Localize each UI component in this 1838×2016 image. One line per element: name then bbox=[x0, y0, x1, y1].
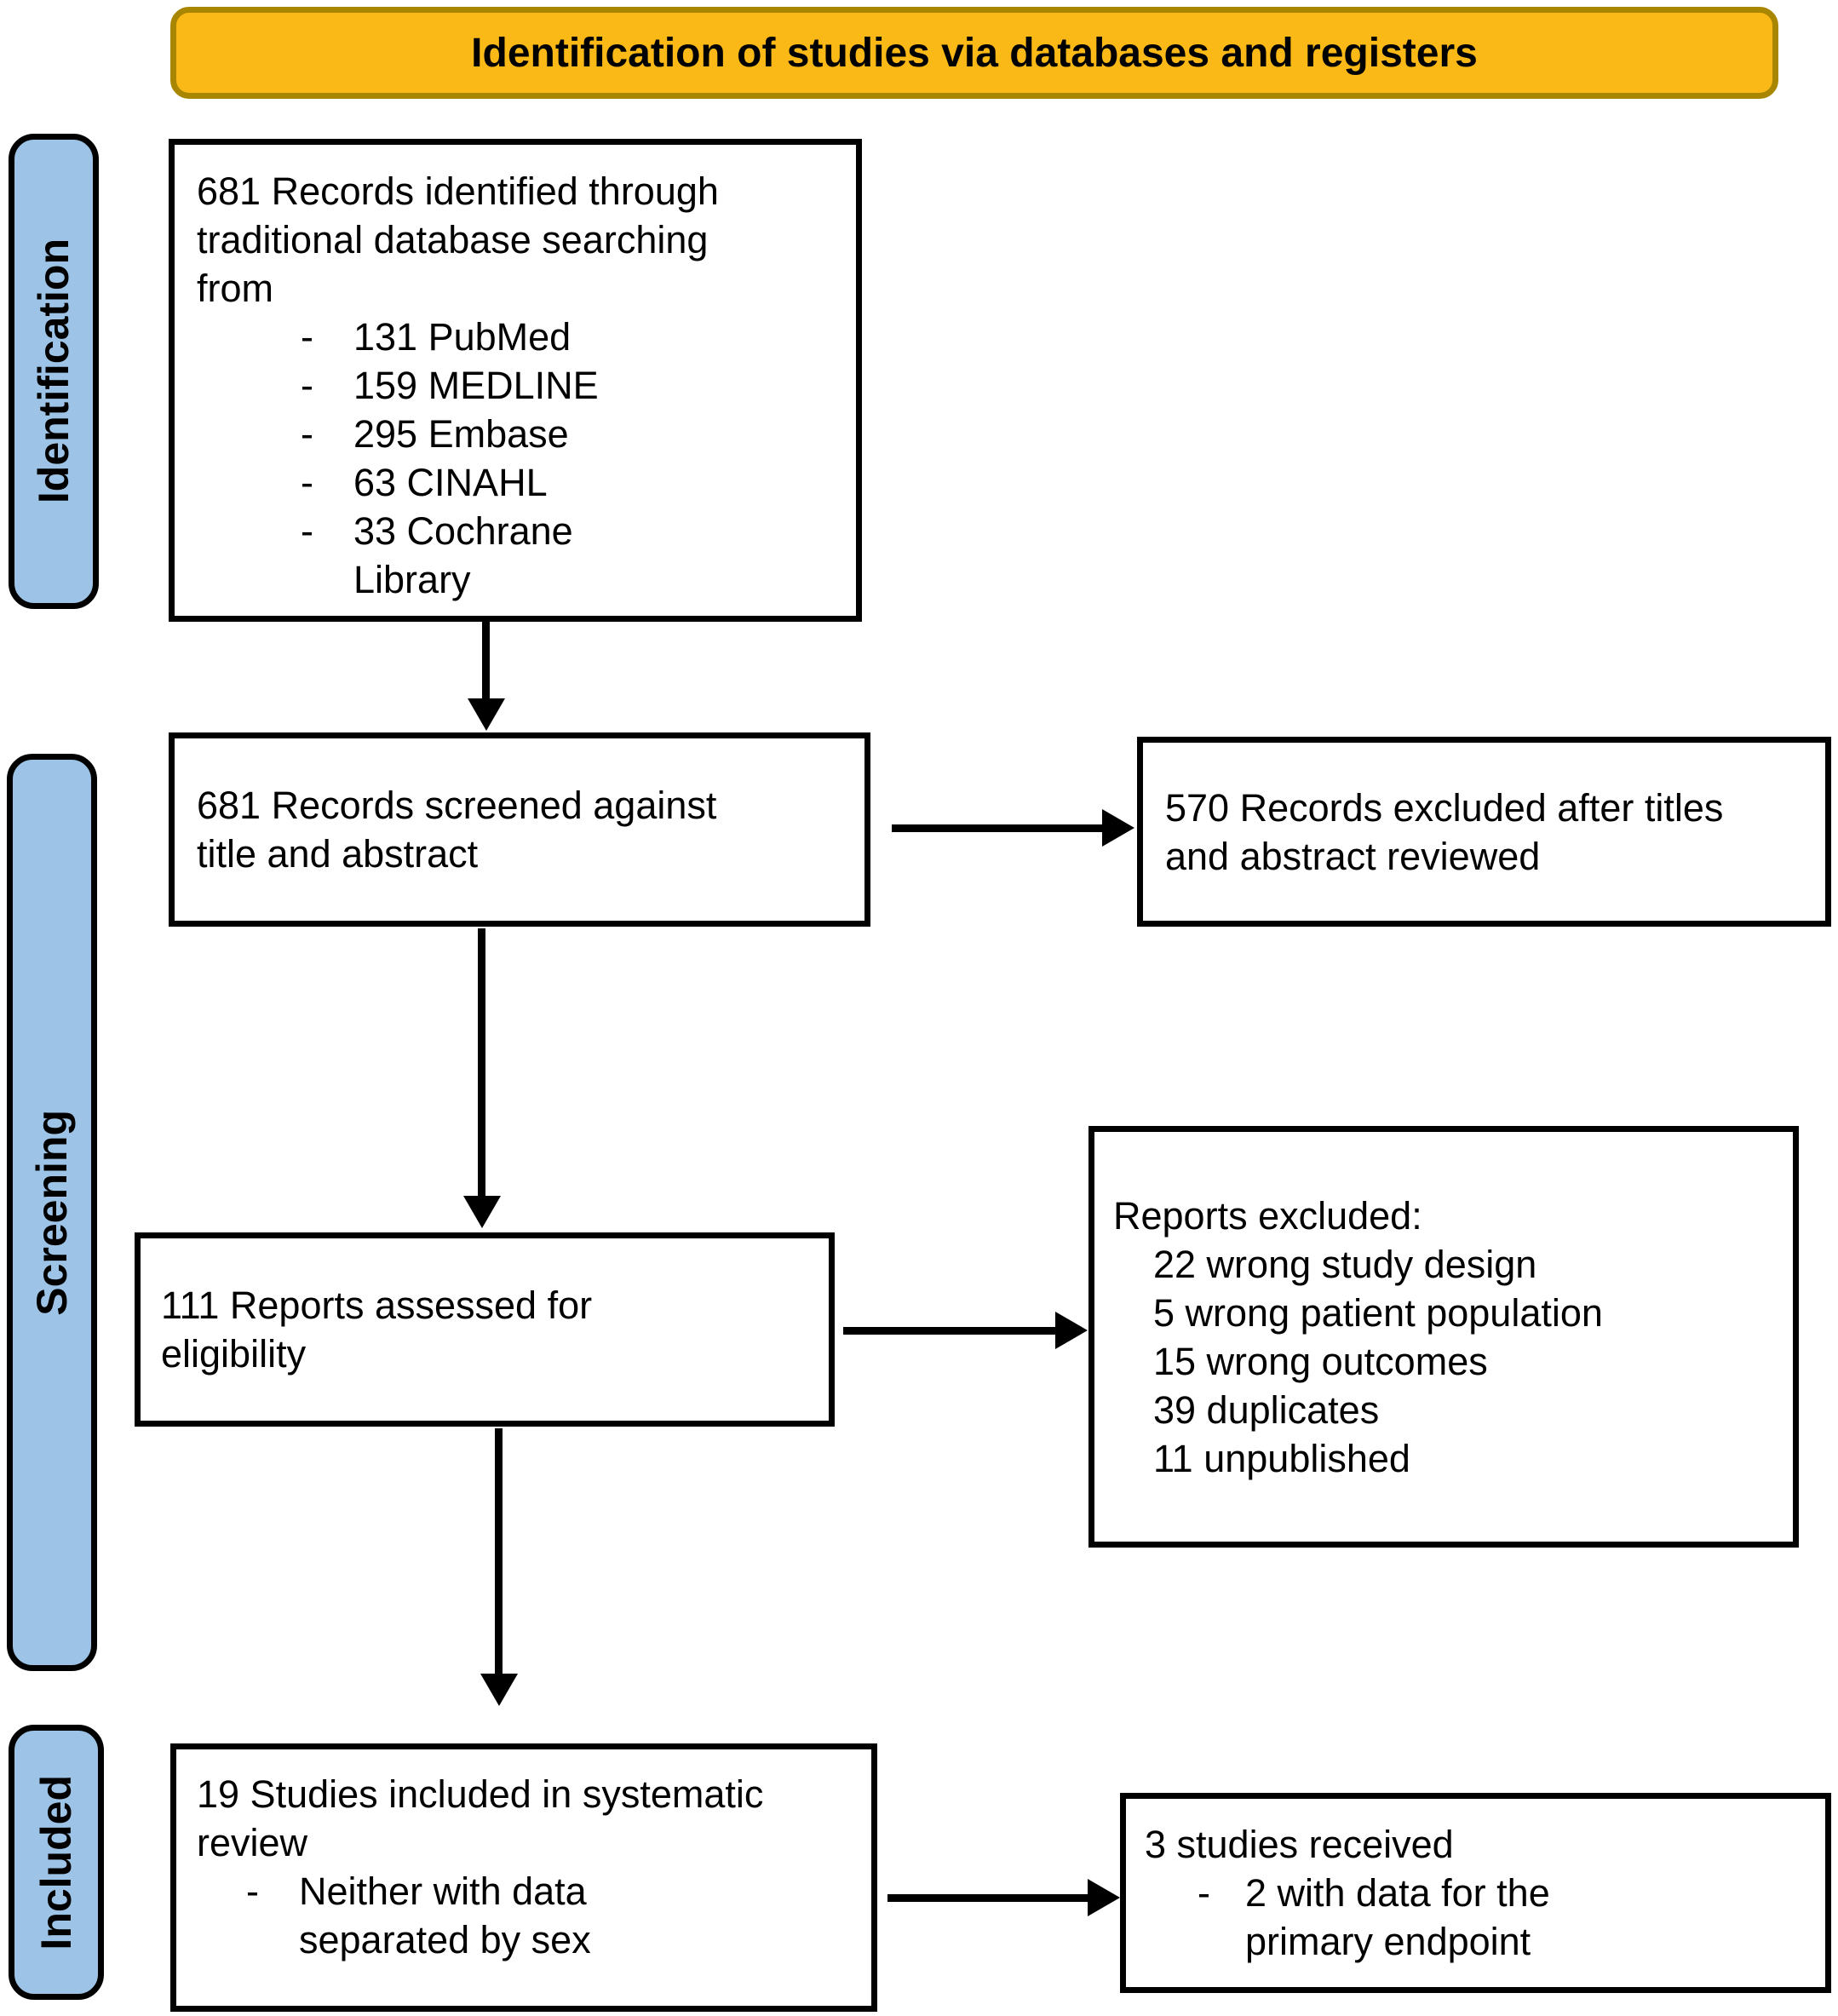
dash-bullet: - bbox=[301, 412, 313, 456]
box-studies-received: 3 studies received - 2 with data for the… bbox=[1120, 1793, 1831, 1993]
list-item: - 2 with data for the primary endpoint bbox=[1145, 1869, 1825, 1966]
records-screened-text: 681 Records screened against title and a… bbox=[197, 784, 717, 876]
arrow-right-icon bbox=[1055, 1312, 1088, 1349]
stage-bar-identification: Identification bbox=[9, 134, 99, 609]
studies-included-note: Neither with data separated by sex bbox=[299, 1870, 591, 1961]
stage-bar-included: Included bbox=[9, 1725, 104, 2000]
dash-bullet: - bbox=[301, 364, 313, 407]
reports-excluded-title: Reports excluded: bbox=[1113, 1193, 1422, 1238]
arrow-screened-to-excluded-line bbox=[892, 824, 1105, 832]
database-count: 159 MEDLINE bbox=[353, 364, 599, 407]
records-identified-text: 681 Records identified through tradition… bbox=[197, 169, 719, 310]
database-count: 131 PubMed bbox=[353, 315, 572, 359]
box-records-identified: 681 Records identified through tradition… bbox=[169, 139, 862, 622]
stage-label-identification: Identification bbox=[30, 238, 78, 504]
box-reports-assessed: 111 Reports assessed for eligibility bbox=[135, 1232, 835, 1427]
list-item: - 159 MEDLINE bbox=[197, 361, 841, 410]
database-count: 33 Cochrane Library bbox=[353, 509, 573, 601]
reports-assessed-text: 111 Reports assessed for eligibility bbox=[161, 1284, 593, 1376]
list-item: - 63 CINAHL bbox=[197, 458, 841, 507]
exclusion-reason: 39 duplicates bbox=[1153, 1387, 1380, 1432]
studies-received-text: 3 studies received bbox=[1145, 1823, 1454, 1866]
list-item: - Neither with data separated by sex bbox=[197, 1867, 858, 1964]
box-records-screened: 681 Records screened against title and a… bbox=[169, 732, 870, 927]
arrow-identified-to-screened-line bbox=[482, 622, 490, 700]
arrow-screened-to-assessed-line bbox=[478, 928, 485, 1198]
exclusion-reason: 22 wrong study design bbox=[1153, 1242, 1537, 1286]
arrow-right-icon bbox=[1102, 809, 1134, 847]
records-excluded-text: 570 Records excluded after titles and ab… bbox=[1165, 785, 1724, 878]
box-studies-included: 19 Studies included in systematic review… bbox=[170, 1743, 877, 2012]
arrow-assessed-to-included-line bbox=[495, 1428, 503, 1675]
diagram-title: Identification of studies via databases … bbox=[471, 30, 1478, 76]
database-count: 63 CINAHL bbox=[353, 461, 548, 504]
exclusion-reason: 5 wrong patient population bbox=[1153, 1290, 1603, 1335]
dash-bullet: - bbox=[246, 1870, 259, 1913]
list-item: - 131 PubMed bbox=[197, 313, 841, 361]
stage-bar-screening: Screening bbox=[7, 754, 97, 1671]
stage-label-screening: Screening bbox=[28, 1109, 76, 1316]
arrow-right-icon bbox=[1088, 1879, 1120, 1916]
studies-received-note: 2 with data for the primary endpoint bbox=[1245, 1871, 1550, 1963]
stage-label-included: Included bbox=[32, 1774, 80, 1950]
arrow-down-icon bbox=[468, 698, 505, 731]
list-item: - 33 Cochrane Library bbox=[197, 507, 841, 604]
box-reports-excluded: Reports excluded: 22 wrong study design … bbox=[1088, 1126, 1799, 1548]
dash-bullet: - bbox=[301, 315, 313, 359]
box-records-excluded: 570 Records excluded after titles and ab… bbox=[1137, 737, 1831, 927]
dash-bullet: - bbox=[301, 461, 313, 504]
studies-included-text: 19 Studies included in systematic review bbox=[197, 1772, 764, 1864]
dash-bullet: - bbox=[301, 509, 313, 553]
exclusion-reason: 15 wrong outcomes bbox=[1153, 1339, 1488, 1383]
arrow-included-to-received-line bbox=[887, 1894, 1090, 1902]
dash-bullet: - bbox=[1198, 1871, 1210, 1915]
exclusion-reason: 11 unpublished bbox=[1153, 1436, 1410, 1480]
database-count: 295 Embase bbox=[353, 412, 569, 456]
arrow-down-icon bbox=[480, 1674, 518, 1706]
arrow-down-icon bbox=[463, 1196, 501, 1228]
arrow-assessed-to-excluded-line bbox=[843, 1327, 1058, 1335]
diagram-title-banner: Identification of studies via databases … bbox=[170, 7, 1778, 99]
list-item: - 295 Embase bbox=[197, 410, 841, 458]
